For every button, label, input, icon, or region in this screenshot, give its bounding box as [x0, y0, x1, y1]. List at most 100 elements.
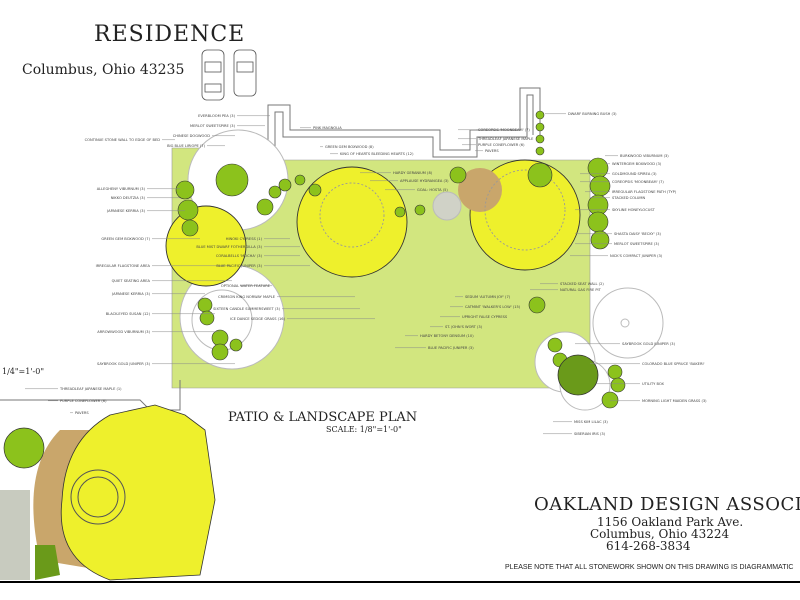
- firm-address-line1: 1156 Oakland Park Ave.: [597, 515, 744, 529]
- plant-label: PINK MAGNOLIA: [313, 126, 342, 130]
- plant-label: IRREGULAR FLAGSTONE PATH (TYP): [612, 190, 677, 194]
- callout-left: SAYBROOK GOLD JUNIPER (3): [97, 362, 235, 366]
- plant-label: BLUE PACIFIC JUNIPER (3): [428, 346, 474, 350]
- plant-label: MISS KIM LILAC (3): [574, 420, 608, 424]
- callout-center: OPTIONAL WATER FEATURE: [221, 284, 272, 288]
- shrub: [535, 146, 545, 156]
- plant-label: CORALBELLS 'MOCHA' (3): [216, 254, 263, 258]
- callout-bottom_right: MORNING LIGHT MAIDEN GRASS (3): [610, 399, 707, 403]
- plant-label: JAPANESE KERRIA (3): [111, 292, 150, 296]
- callout-left: GREEN GEM BOXWOOD (7): [101, 237, 200, 241]
- callout-top: GREEN GEM BOXWOOD (8): [320, 145, 374, 149]
- shrub: [590, 230, 610, 250]
- callout-right: MERLOT SWEETSPIRE (3): [575, 242, 660, 246]
- parked-cars: [201, 49, 257, 101]
- shrub: [587, 157, 609, 179]
- plant-label: SIBERIAN IRIS (3): [574, 432, 606, 436]
- plant-label: GOAL: HOSTA (5): [417, 188, 448, 192]
- plant-label: GOLDMOUND SPIREA (3): [612, 172, 657, 176]
- callout-center: BLUE PACIFIC JUNIPER (3): [216, 264, 310, 268]
- callout-left: CHINESE DOGWOOD: [173, 134, 235, 138]
- shrub: [535, 110, 545, 120]
- plant-label: QUIET SEATING AREA: [112, 279, 151, 283]
- plant-label: CATMINT 'WALKER'S LOW' (15): [465, 305, 521, 309]
- plant-label: THREADLEAF JAPANESE MAPLE: [477, 137, 534, 141]
- callout-left: BLACK-EYED SUSAN (12): [106, 312, 215, 316]
- plant-label: MERLOT SWEETSPIRE (3): [190, 124, 236, 128]
- callout-center: ICE DANCE SEDGE GRASS (16): [230, 317, 375, 321]
- plant-label: ARROWWOOD VIBURNUM (3): [97, 330, 150, 334]
- callout-bottom_right: COLORADO BLUE SPRUCE 'BAKERI': [590, 362, 705, 366]
- callout-center: SIXTEEN CANDLE SUMMERSWEET (3): [213, 307, 360, 311]
- shrub: [587, 211, 609, 233]
- callout-left: BIG BLUE LIRIOPE (7): [167, 144, 225, 148]
- callout-bottom_right: SIBERIAN IRIS (3): [543, 432, 606, 436]
- callout-left: MERLOT SWEETSPIRE (3): [190, 124, 265, 128]
- callout-center: UPRIGHT FALSE CYPRESS: [440, 315, 508, 319]
- plant-label: GREEN GEM BOXWOOD (7): [101, 237, 150, 241]
- callout-top: GOAL: HOSTA (5): [385, 188, 448, 192]
- callout-center: BLUE PACIFIC JUNIPER (3): [395, 346, 474, 350]
- shrub: [535, 122, 545, 132]
- shrub: [211, 343, 229, 361]
- plant-label: SAYBROOK GOLD JUNIPER (3): [97, 362, 151, 366]
- shrub: [527, 162, 553, 188]
- callout-center: ST. JOHN'S WORT (3): [430, 325, 483, 329]
- shrub: [229, 338, 243, 352]
- plan-scale: SCALE: 1/8"=1'-0": [326, 425, 402, 434]
- callout-bottom_right: SAYBROOK GOLD JUNIPER (3): [575, 342, 676, 346]
- callout-left: EVERBLOOM PEA (3): [198, 114, 270, 118]
- plant-label: HINOKI CYPRESS (1): [226, 237, 263, 241]
- plant-label: UPRIGHT FALSE CYPRESS: [462, 315, 508, 319]
- plant-label: NIKKO DEUTZIA (3): [111, 196, 146, 200]
- plant-callouts: EVERBLOOM PEA (3) MERLOT SWEETSPIRE (3) CH…: [25, 112, 707, 436]
- plant-label: SEDUM 'AUTUMN JOY' (7): [465, 295, 511, 299]
- plant-label: THREADLEAF JAPANESE MAPLE (1): [59, 387, 122, 391]
- callout-right: IRREGULAR FLAGSTONE PATH (TYP): [585, 190, 677, 194]
- shrub: [177, 199, 199, 221]
- callout-top: COREOPSIS 'MOONBEAM' (7): [458, 128, 530, 132]
- plant-label: STACKED COLUMN: [612, 196, 646, 200]
- callout-left: ALLEGHENY VIBURNUM (3): [97, 187, 180, 191]
- plant-label: HARDY BETONY DENSUM (10): [420, 334, 474, 338]
- shrub: [256, 198, 274, 216]
- shrub: [215, 163, 249, 197]
- shrub: [414, 204, 426, 216]
- callout-center: BLUE MIST DWARF FOTHERGILLA (3): [196, 245, 300, 249]
- colorado-blue-spruce: [557, 354, 599, 396]
- plant-label: CHINESE DOGWOOD: [173, 134, 211, 138]
- callout-top: THREADLEAF JAPANESE MAPLE: [458, 137, 534, 141]
- callout-center: CORALBELLS 'MOCHA' (3): [216, 254, 300, 258]
- plant-label: BLUE PACIFIC JUNIPER (3): [216, 264, 262, 268]
- callout-right: STACKED COLUMN: [590, 196, 646, 200]
- shrub: [528, 296, 546, 314]
- callout-left: JAPANESE KERRIA (3): [106, 209, 185, 213]
- callout-center: HARDY BETONY DENSUM (10): [405, 334, 474, 338]
- shrub-group: [175, 110, 626, 409]
- callout-left: CONTINUE STONE WALL TO EDGE OF BED: [85, 138, 175, 142]
- plant-label: PAVERS: [75, 411, 89, 415]
- callout-left: ARROWWOOD VIBURNUM (3): [97, 330, 220, 334]
- callout-left: QUIET SEATING AREA: [112, 279, 232, 283]
- project-location: Columbus, Ohio 43235: [22, 62, 185, 78]
- shrub: [547, 337, 563, 353]
- shrub: [181, 219, 199, 237]
- firm-address-line2: Columbus, Ohio 43224: [590, 527, 730, 541]
- callout-center: CRIMSON KING NORWAY MAPLE: [218, 295, 355, 299]
- callout-top: PINK MAGNOLIA: [300, 126, 342, 130]
- plant-label: PURPLE CONEFLOWER (6): [60, 399, 107, 403]
- callout-bottom_right: UTILITY BOX: [596, 382, 664, 386]
- plant-label: STACKED SEAT WALL (2): [560, 282, 604, 286]
- plant-label: PAVERS: [485, 149, 499, 153]
- shrub: [268, 185, 282, 199]
- shrub: [197, 297, 213, 313]
- plant-label: NICK'S COMPACT JUNIPER (3): [610, 254, 663, 258]
- plant-label: EVERBLOOM PEA (3): [198, 114, 235, 118]
- plant-label: DWARF BURNING BUSH (3): [568, 112, 617, 116]
- callout-top: PURPLE CONEFLOWER (6): [462, 143, 525, 147]
- plant-label: BLUE MIST DWARF FOTHERGILLA (3): [196, 245, 262, 249]
- plant-label: OPTIONAL WATER FEATURE: [221, 284, 271, 288]
- shrub: [175, 180, 195, 200]
